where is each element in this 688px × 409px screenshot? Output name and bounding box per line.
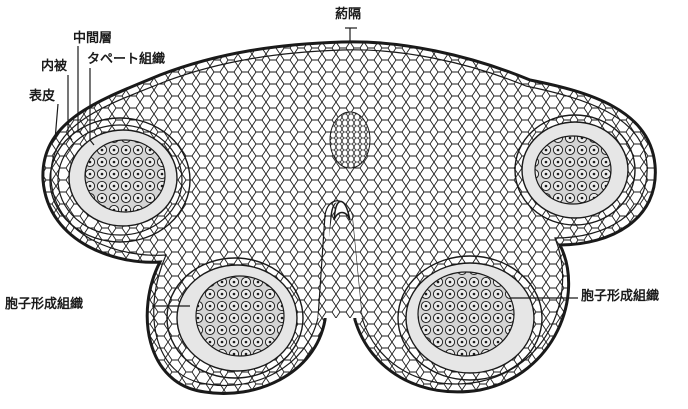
- pollen-sac-top-left: [50, 118, 190, 242]
- pollen-sac-bottom-right: [398, 256, 542, 380]
- label-sporogenous-right: 胞子形成組織: [580, 290, 660, 304]
- label-connective: 葯隔: [334, 8, 362, 22]
- label-epidermis: 表皮: [28, 90, 56, 104]
- label-sporogenous-left: 胞子形成組織: [4, 298, 84, 312]
- label-tapetum: タペート組織: [86, 53, 166, 67]
- pollen-sac-bottom-left: [167, 258, 303, 378]
- connective-vascular-bundle: [330, 112, 370, 168]
- label-endothecium: 内被: [40, 60, 68, 74]
- label-middle-layer: 中間層: [72, 32, 113, 46]
- pollen-sac-top-right: [515, 115, 635, 225]
